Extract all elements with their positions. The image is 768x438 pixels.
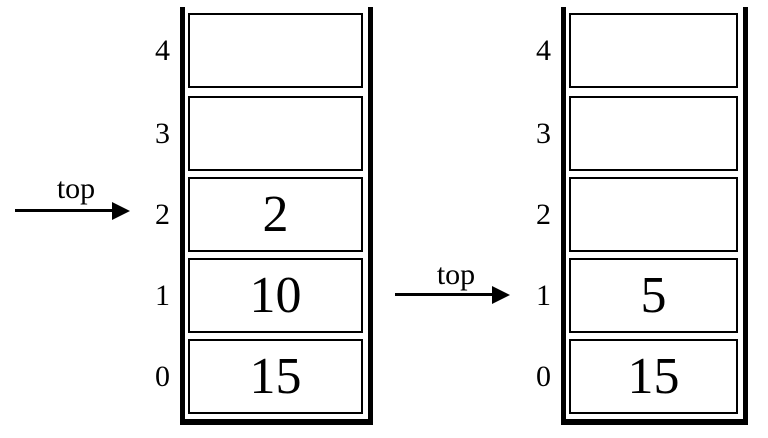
top-arrow-head-icon <box>492 286 510 304</box>
stack-cell-3 <box>188 96 363 171</box>
stack-wall-bottom <box>561 419 748 425</box>
cell-value: 15 <box>249 347 302 405</box>
stack-cell-2: 2 <box>188 177 363 252</box>
index-label-3: 3 <box>536 117 551 150</box>
index-label-1: 1 <box>536 279 551 312</box>
top-arrow-shaft <box>15 209 113 212</box>
stack-cell-2 <box>569 177 738 252</box>
index-label-2: 2 <box>155 198 170 231</box>
index-label-4: 4 <box>536 34 551 67</box>
cell-value: 2 <box>262 185 289 243</box>
stack-cell-0: 15 <box>188 339 363 414</box>
stack-wall-left <box>180 7 185 425</box>
cell-value: 15 <box>627 347 680 405</box>
stack-wall-right <box>743 7 748 425</box>
stack-cell-4 <box>188 13 363 88</box>
stack-wall-bottom <box>180 419 373 425</box>
cell-value: 10 <box>249 266 302 324</box>
stack-cell-4 <box>569 13 738 88</box>
top-label: top <box>56 172 96 205</box>
index-label-3: 3 <box>155 117 170 150</box>
index-label-0: 0 <box>155 360 170 393</box>
stack-cell-0: 15 <box>569 339 738 414</box>
stack-wall-right <box>368 7 373 425</box>
stack-cell-1: 10 <box>188 258 363 333</box>
stack-after: 4 3 2 1 0 5 15 <box>536 7 748 425</box>
stack-before: 4 3 2 1 0 2 10 15 <box>155 7 373 425</box>
index-label-1: 1 <box>155 279 170 312</box>
top-arrow-shaft <box>395 293 493 296</box>
index-label-4: 4 <box>155 34 170 67</box>
index-label-0: 0 <box>536 360 551 393</box>
cell-value: 5 <box>640 266 667 324</box>
top-label: top <box>436 258 476 291</box>
top-arrow-head-icon <box>112 202 130 220</box>
stack-wall-left <box>561 7 566 425</box>
index-label-2: 2 <box>536 198 551 231</box>
stack-cell-1: 5 <box>569 258 738 333</box>
stack-cell-3 <box>569 96 738 171</box>
